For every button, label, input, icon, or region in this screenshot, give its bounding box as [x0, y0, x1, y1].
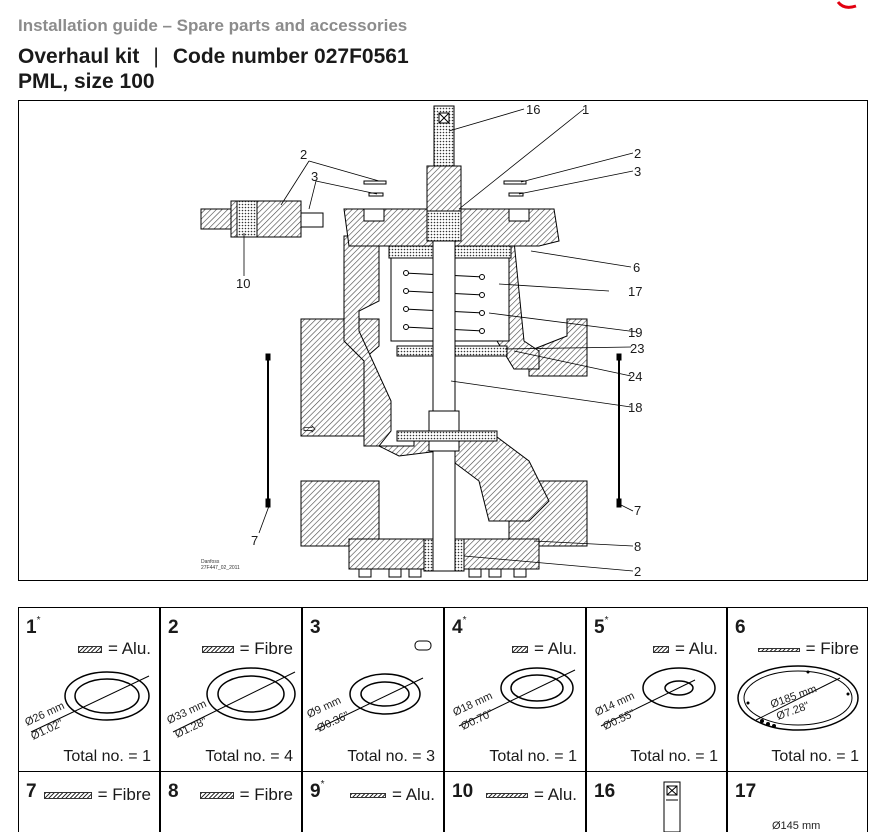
part-number: 1* — [26, 615, 41, 638]
ring-washer-icon: Ø14 mm Ø0.55" — [593, 667, 716, 733]
callout: 1 — [582, 102, 590, 117]
ring-washer-icon: Ø18 mm Ø0.70" — [451, 667, 576, 733]
part-cell-5: 5* = Alu. Ø14 mm Ø0.55" Total no. = 1 — [586, 608, 727, 772]
page-title: Overhaul kit | Code number 027F0561 PML, s… — [18, 44, 409, 94]
callout: 10 — [236, 276, 251, 291]
stem-seal-icon — [663, 781, 681, 832]
part-number: 10 — [452, 781, 474, 802]
callout: 8 — [634, 539, 642, 554]
part-cell-17: 17 Ø145 mm — [727, 772, 868, 832]
valve-cross-section — [200, 105, 638, 578]
flow-arrow-icon: ⇨ — [303, 421, 317, 438]
part-material: = Alu. — [652, 639, 718, 659]
page-subtitle: PML, size 100 — [18, 70, 155, 93]
callout: 7 — [634, 503, 642, 518]
title-separator: | — [153, 45, 159, 68]
part-cell-8: 8 = Fibre — [160, 772, 302, 832]
parts-grid: 1* = Alu. Ø26 mm Ø1.02" Total no. = 1 2 … — [18, 607, 868, 832]
part-material: = Alu. — [511, 639, 577, 659]
title-kit: Overhaul kit — [18, 45, 140, 68]
part-total: Total no. = 1 — [630, 748, 718, 765]
callout: 2 — [634, 146, 642, 161]
part-cell-3: 3 Ø9 mm Ø0.36" Total no. = 3 — [302, 608, 444, 772]
part-cell-1: 1* = Alu. Ø26 mm Ø1.02" Total no. = 1 — [18, 608, 160, 772]
part-cell-6: 6 = Fibre Ø185 mm Ø7.28" Total no. = 1 — [727, 608, 868, 772]
part-material: = Fibre — [43, 785, 151, 805]
part-material: = Fibre — [199, 785, 293, 805]
callout: 19 — [628, 325, 643, 340]
exploded-view-drawing: 16 1 2 3 2 3 10 6 17 19 23 24 18 7 7 8 2… — [18, 100, 868, 581]
part-material: = Alu. — [485, 785, 577, 805]
part-material: = Alu. — [349, 785, 435, 805]
callout: 3 — [311, 169, 319, 184]
part-total: Total no. = 1 — [489, 748, 577, 765]
ring-washer-icon: Ø26 mm Ø1.02" — [23, 671, 150, 743]
callout: 16 — [526, 102, 541, 117]
part-cell-9: 9* = Alu. — [302, 772, 444, 832]
part-number: 7 — [26, 781, 37, 802]
part-number: 9* — [310, 779, 325, 802]
section-heading: Installation guide – Spare parts and acc… — [18, 16, 408, 35]
callout: 17 — [628, 284, 643, 299]
part-cell-4: 4* = Alu. Ø18 mm Ø0.70" Total no. = 1 — [444, 608, 586, 772]
callout: 6 — [633, 260, 641, 275]
part-cell-2: 2 = Fibre Ø33 mm Ø1.28" Total no. = 4 — [160, 608, 302, 772]
spring-dimension-label: Ø145 mm — [772, 820, 820, 832]
part-total: Total no. = 4 — [205, 748, 293, 765]
part-number: 5* — [594, 615, 609, 638]
part-cell-16: 16 — [586, 772, 727, 832]
gasket-icon: Ø185 mm Ø7.28" — [737, 665, 859, 731]
part-number: 6 — [735, 617, 746, 638]
part-total: Total no. = 3 — [347, 748, 435, 765]
part-number: 3 — [310, 617, 321, 638]
callout: 2 — [300, 147, 308, 162]
brand-logo-fragment — [836, 1, 857, 9]
drawing-reference: Danfoss 27F447_02_2011 — [201, 559, 240, 571]
part-number: 8 — [168, 781, 179, 802]
part-material: = Fibre — [201, 639, 293, 659]
part-total: Total no. = 1 — [771, 748, 859, 765]
part-total: Total no. = 1 — [63, 748, 151, 765]
part-cell-10: 10 = Alu. — [444, 772, 586, 832]
part-number: 4* — [452, 615, 467, 638]
callout: 3 — [634, 164, 642, 179]
callout: 24 — [628, 369, 643, 384]
ring-washer-icon: Ø33 mm Ø1.28" — [165, 667, 296, 741]
part-number: 16 — [594, 781, 616, 802]
title-code-number: Code number 027F0561 — [172, 45, 409, 68]
part-material: = Fibre — [757, 639, 859, 659]
part-number: 17 — [735, 781, 757, 802]
callout: 7 — [251, 533, 259, 548]
callout: 2 — [634, 564, 642, 579]
callout: 18 — [628, 400, 643, 415]
svg-text:Ø145 mm: Ø145 mm — [772, 820, 820, 832]
part-number: 2 — [168, 617, 179, 638]
callout: 23 — [630, 341, 645, 356]
part-material: = Alu. — [77, 639, 151, 659]
part-cell-7: 7 = Fibre — [18, 772, 160, 832]
ring-washer-icon: Ø9 mm Ø0.36" — [305, 640, 432, 735]
